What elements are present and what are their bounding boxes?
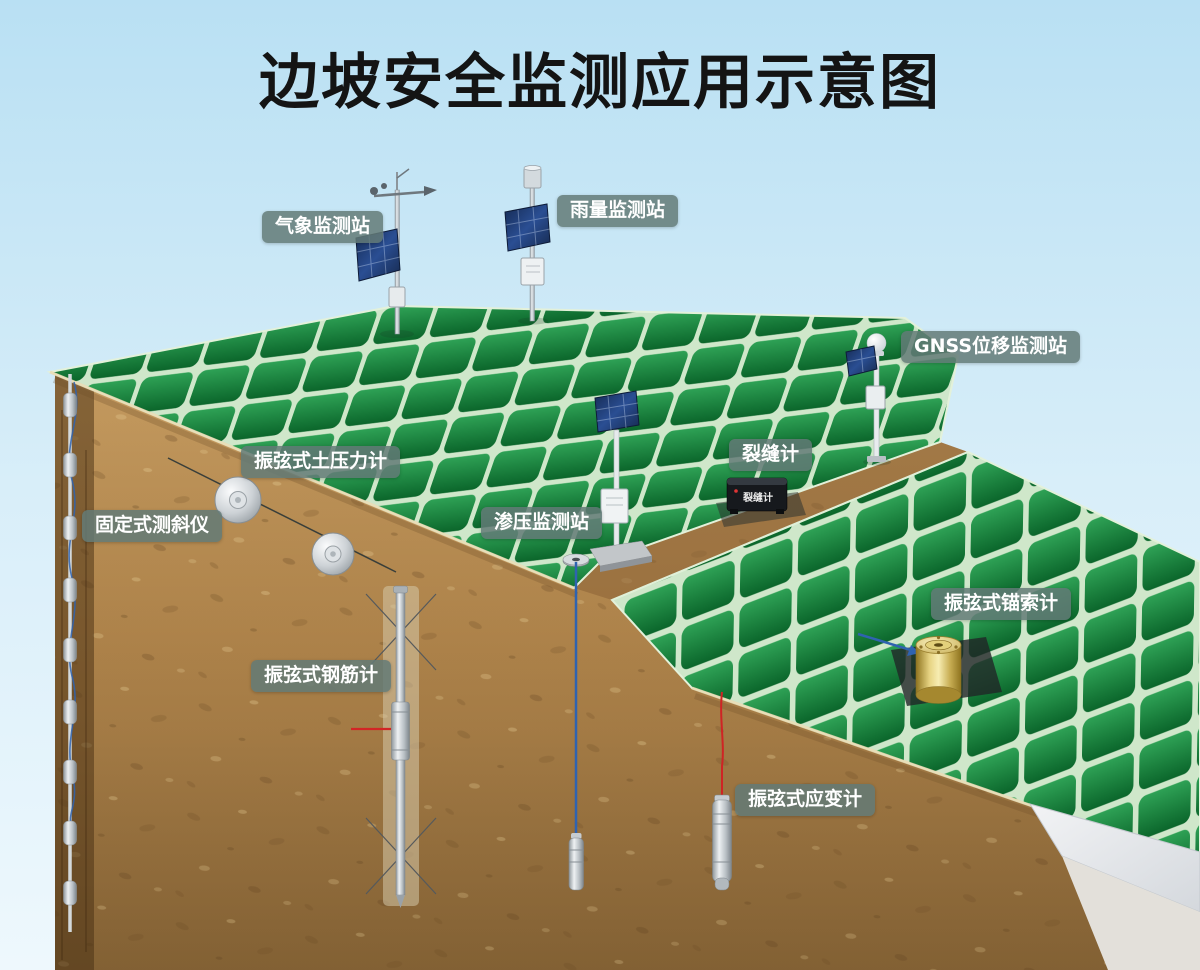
- anchor-gauge-figure: [857, 632, 1002, 706]
- weather-station-figure: [355, 168, 437, 338]
- rebar-gauge-figure: [351, 585, 437, 908]
- rain-solar-panel: [504, 203, 551, 252]
- strain-red-lead: [720, 691, 724, 796]
- rebar-coupler: [391, 701, 410, 761]
- label-weather-station: 气象监测站: [262, 211, 384, 243]
- anchor-cable: [857, 632, 915, 653]
- inclinometer-figure: [63, 374, 78, 932]
- crack-gauge-figure: 裂缝计: [716, 477, 806, 527]
- earth-pressure-disc: [311, 532, 355, 576]
- soil-bench-strip: [574, 442, 968, 600]
- label-earth-pressure-cell: 振弦式土压力计: [241, 446, 401, 478]
- label-strain-gauge: 振弦式应变计: [735, 784, 876, 816]
- piezometer-sensor: [568, 837, 584, 891]
- seepage-cabinet: [600, 488, 629, 524]
- label-crack-gauge: 裂缝计: [729, 439, 813, 471]
- rain-pole: [529, 183, 535, 322]
- label-seepage-station: 渗压监测站: [481, 507, 603, 539]
- anemometer: [370, 183, 437, 198]
- strain-body: [712, 799, 732, 883]
- label-rain-station: 雨量监测站: [557, 195, 679, 227]
- gnss-station-figure: [845, 333, 891, 466]
- page-title: 边坡安全监测应用示意图: [259, 48, 941, 118]
- seepage-solar-panel: [594, 390, 640, 433]
- weather-box: [388, 286, 406, 308]
- rain-gauge-cylinder: [523, 167, 542, 189]
- grass-upper-bench: [46, 304, 960, 598]
- label-fixed-inclinometer: 固定式测斜仪: [82, 510, 223, 542]
- gnss-box: [865, 385, 886, 410]
- rain-station-figure: [504, 165, 551, 325]
- seepage-station-figure: [562, 390, 653, 891]
- wind-vane: [424, 186, 437, 196]
- strain-gauge-figure: [712, 691, 732, 891]
- crack-box-marking: 裂缝计: [742, 491, 773, 504]
- label-anchor-cable-gauge: 振弦式锚索计: [931, 588, 1072, 620]
- gnss-solar-panel: [845, 345, 878, 377]
- label-gnss-station: GNSS位移监测站: [901, 331, 1081, 363]
- earth-pressure-cells-figure: [167, 457, 397, 576]
- road: [1028, 803, 1200, 970]
- inclinometer-sensor-pods: [63, 392, 77, 906]
- earth-pressure-disc: [214, 476, 262, 524]
- label-rebar-gauge: 振弦式钢筋计: [251, 660, 392, 692]
